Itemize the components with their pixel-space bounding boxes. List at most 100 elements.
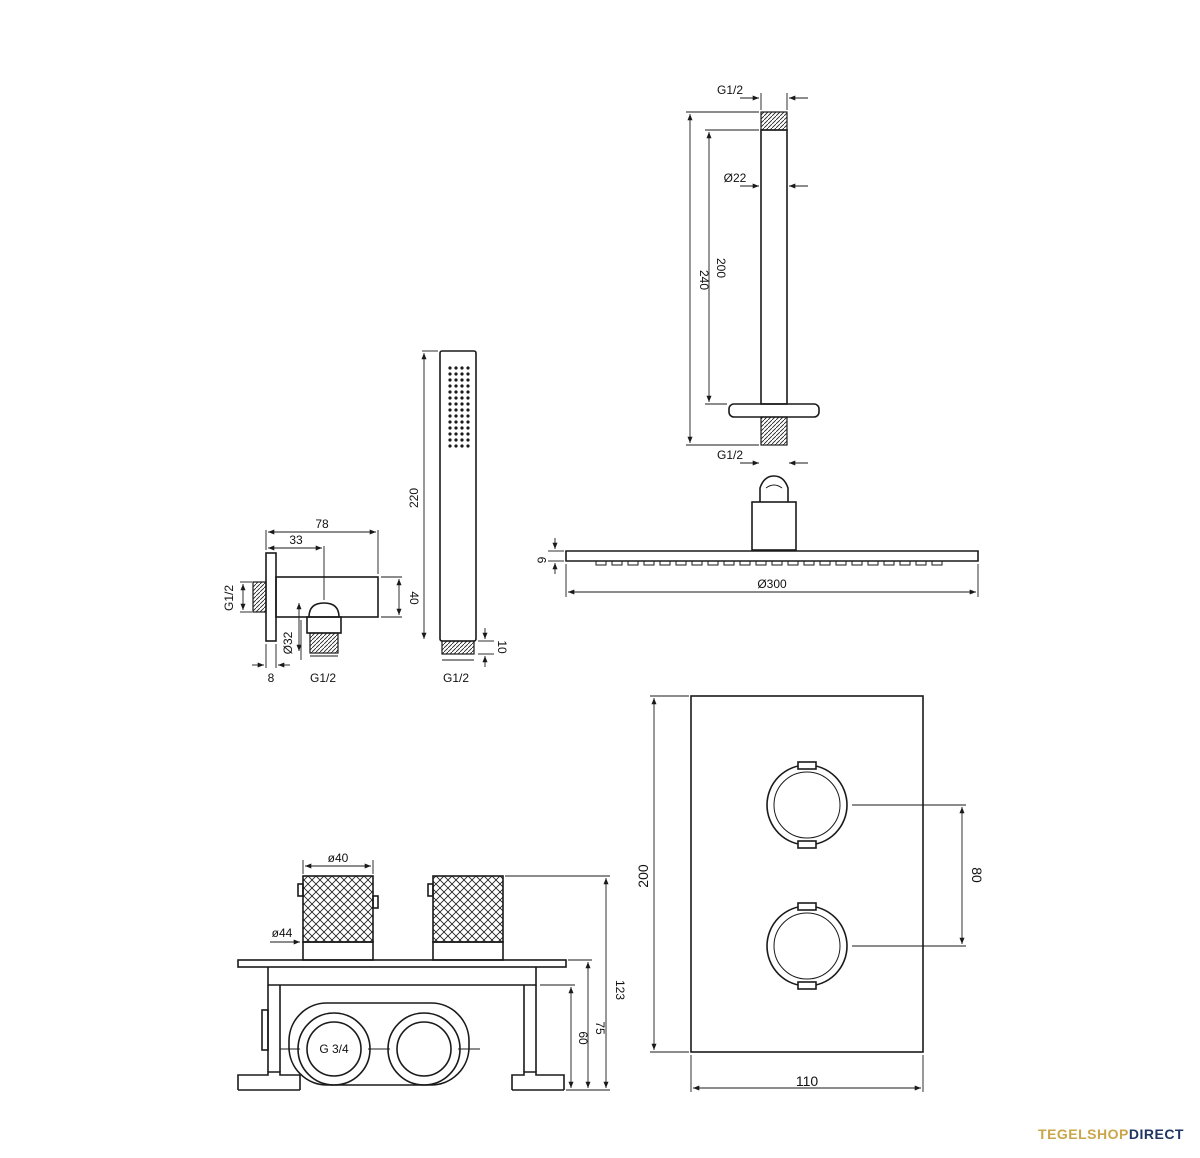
dim-arm-200: 200 — [714, 258, 728, 278]
nozzle-dot — [448, 408, 452, 412]
dim-hand-shower-10: 10 — [495, 640, 509, 654]
nozzle-dot — [460, 414, 464, 418]
head-nozzle — [883, 560, 895, 566]
head-nozzle — [675, 560, 687, 566]
brand-part2: DIRECT — [1128, 1126, 1184, 1142]
dim-head-d300: Ø300 — [757, 577, 787, 591]
nozzle-dot — [460, 426, 464, 430]
dim-head-9: 9 — [535, 556, 549, 563]
dim-wall-outlet-40: 40 — [407, 591, 421, 605]
nozzle-dot — [454, 432, 458, 436]
head-nozzle — [643, 560, 655, 566]
dim-wall-outlet-d32: Ø32 — [281, 631, 295, 654]
dim-arm-240: 240 — [697, 270, 711, 290]
nozzle-dot — [454, 408, 458, 412]
head-nozzle — [771, 560, 783, 566]
head-nozzle — [595, 560, 607, 566]
nozzle-dot — [460, 402, 464, 406]
dim-arm-g12-top: G1/2 — [717, 83, 743, 97]
head-nozzle — [787, 560, 799, 566]
nozzle-dot — [448, 444, 452, 448]
nozzle-dot — [466, 402, 470, 406]
head-nozzle — [819, 560, 831, 566]
nozzle-dot — [448, 378, 452, 382]
wall-outlet: 78 33 G1/2 40 Ø32 8 G1/2 — [222, 517, 421, 685]
nozzle-dot — [466, 408, 470, 412]
nozzle-dot — [460, 432, 464, 436]
nozzle-dot — [448, 366, 452, 370]
dim-box-knob-d40: ø40 — [328, 851, 349, 865]
cover-plate: 200 80 110 — [635, 695, 985, 1092]
dim-hand-shower-g12: G1/2 — [443, 671, 469, 685]
nozzle-dot — [448, 402, 452, 406]
nozzle-dot — [460, 378, 464, 382]
nozzle-dot — [454, 390, 458, 394]
nozzle-dot — [466, 420, 470, 424]
nozzle-dot — [466, 396, 470, 400]
dim-wall-outlet-33: 33 — [289, 533, 303, 547]
nozzle-dot — [454, 372, 458, 376]
nozzle-dot — [466, 378, 470, 382]
head-nozzle — [867, 560, 879, 566]
head-nozzle — [835, 560, 847, 566]
nozzle-dot — [454, 366, 458, 370]
head-nozzle — [803, 560, 815, 566]
head-nozzle — [659, 560, 671, 566]
nozzle-dot — [460, 384, 464, 388]
nozzle-dot — [448, 420, 452, 424]
dim-box-123: 123 — [613, 980, 627, 1000]
hand-shower-nozzles — [448, 366, 470, 448]
nozzle-dot — [466, 444, 470, 448]
head-nozzle — [723, 560, 735, 566]
dim-arm-d22: Ø22 — [724, 171, 747, 185]
nozzle-dot — [448, 372, 452, 376]
head-nozzle — [691, 560, 703, 566]
ceiling-arm: G1/2 Ø22 240 200 G1/2 — [686, 83, 820, 466]
nozzle-dot — [448, 438, 452, 442]
nozzle-dot — [454, 384, 458, 388]
head-nozzle — [739, 560, 751, 566]
dim-plate-200: 200 — [635, 864, 651, 888]
dim-box-rosette-d44: ø44 — [272, 926, 293, 940]
thermostat-box: ø40 ø44 G 3/4 123 75 60 — [237, 851, 627, 1091]
nozzle-dot — [454, 444, 458, 448]
nozzle-dot — [454, 378, 458, 382]
dim-hand-shower-220: 220 — [407, 488, 421, 508]
nozzle-dot — [466, 438, 470, 442]
head-nozzle — [851, 560, 863, 566]
nozzle-dot — [466, 384, 470, 388]
nozzle-dot — [454, 396, 458, 400]
dim-box-inlet-g34: G 3/4 — [319, 1042, 349, 1056]
nozzle-dot — [460, 408, 464, 412]
nozzle-dot — [460, 390, 464, 394]
nozzle-dot — [466, 372, 470, 376]
dim-wall-outlet-78: 78 — [315, 517, 329, 531]
head-nozzle — [899, 560, 911, 566]
dim-wall-outlet-g12-left: G1/2 — [222, 585, 236, 611]
nozzle-dot — [448, 426, 452, 430]
head-nozzle — [931, 560, 943, 566]
nozzle-dot — [466, 432, 470, 436]
nozzle-dot — [466, 426, 470, 430]
nozzle-dot — [460, 444, 464, 448]
nozzle-dot — [454, 402, 458, 406]
head-nozzle — [627, 560, 639, 566]
head-shower: 9 Ø300 — [535, 475, 979, 597]
nozzle-dot — [460, 420, 464, 424]
head-nozzle — [611, 560, 623, 566]
nozzle-dot — [466, 390, 470, 394]
dim-plate-80: 80 — [969, 867, 985, 883]
nozzle-dot — [460, 438, 464, 442]
nozzle-dot — [460, 372, 464, 376]
dim-wall-outlet-8: 8 — [268, 671, 275, 685]
nozzle-dot — [454, 414, 458, 418]
nozzle-dot — [466, 414, 470, 418]
dim-arm-g12-bottom: G1/2 — [717, 448, 743, 462]
nozzle-dot — [466, 366, 470, 370]
dim-wall-outlet-g12-bottom: G1/2 — [310, 671, 336, 685]
nozzle-dot — [448, 396, 452, 400]
nozzle-dot — [460, 366, 464, 370]
nozzle-dot — [460, 396, 464, 400]
nozzle-dot — [454, 420, 458, 424]
